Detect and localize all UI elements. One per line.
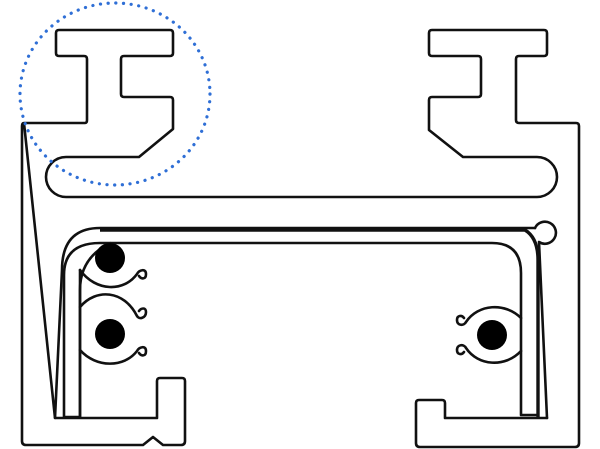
conductor-left-bottom — [95, 319, 125, 349]
highlight-circle — [18, 1, 212, 187]
clip-arm-left-2-lower — [78, 345, 148, 365]
clip-arm-left-2-upper — [78, 293, 148, 320]
inner-cover — [62, 241, 539, 419]
insert-top-rail — [100, 228, 540, 418]
insert-outer-shell — [53, 226, 537, 420]
clip-arm-left-1 — [78, 268, 148, 289]
conductor-left-top — [95, 243, 125, 273]
clip-arm-right-lower — [455, 343, 523, 364]
clip-arm-right-upper — [455, 305, 523, 327]
connector-bump — [533, 220, 558, 420]
conductor-right — [477, 320, 507, 350]
profile-body-outline — [20, 28, 581, 449]
